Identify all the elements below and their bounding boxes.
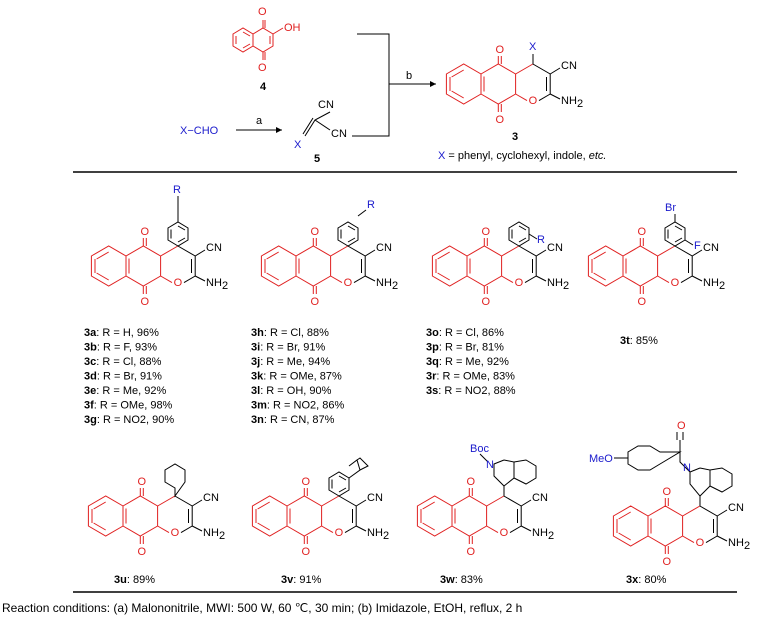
- list-ortho: 3o: R = Cl, 86% 3p: R = Br, 81% 3q: R = Me…: [426, 327, 516, 397]
- step-b-label: b: [406, 70, 412, 82]
- compound-entry-3a: 3a: R = H, 96%: [84, 327, 159, 339]
- compound-3-label: 3: [512, 131, 518, 143]
- compound-entry-3d: 3d: R = Br, 91%: [84, 371, 162, 383]
- n-label-3x: N: [683, 462, 691, 474]
- cn-label-5b: CN: [331, 128, 347, 140]
- br-label: Br: [665, 202, 676, 214]
- x-label-3: X: [529, 41, 537, 53]
- compound-entry-3o: 3o: R = Cl, 86%: [426, 327, 504, 339]
- compound-entry-3h: 3h: R = Cl, 88%: [251, 327, 329, 339]
- r-label-ortho: R: [537, 234, 545, 246]
- o-label-4b: O: [258, 62, 267, 74]
- list-para: 3a: R = H, 96% 3b: R = F, 93% 3c: R = Cl, …: [84, 327, 174, 426]
- compound-entry-3p: 3p: R = Br, 81%: [426, 342, 504, 354]
- compound-entry-3f: 3f: R = OMe, 98%: [84, 400, 173, 412]
- compound-entry-3s: 3s: R = NO2, 88%: [426, 385, 516, 397]
- compound-entry-3j: 3j: R = Me, 94%: [251, 356, 330, 368]
- compound-entry-3g: 3g: R = NO2, 90%: [84, 414, 174, 426]
- compound-entry-3q: 3q: R = Me, 92%: [426, 356, 509, 368]
- x-label-5: X: [294, 139, 302, 151]
- caption-3x: 3x: 80%: [626, 574, 667, 586]
- o-label-4a: O: [258, 6, 267, 18]
- boc-label: Boc: [470, 443, 489, 455]
- r-label-meta: R: [367, 199, 375, 211]
- reaction-scheme: O O O CN NH 2 O O OH 4 X−CHO a X CN CN 5…: [73, 6, 751, 593]
- r-label-para: R: [173, 184, 181, 196]
- bracket: [352, 33, 390, 137]
- caption-3t: 3t: 85%: [620, 335, 658, 347]
- compound-entry-3c: 3c: R = Cl, 88%: [84, 356, 162, 368]
- compound-entry-3k: 3k: R = OMe, 87%: [251, 371, 342, 383]
- compound-entry-3r: 3r: R = OMe, 83%: [426, 371, 515, 383]
- compound-entry-3i: 3i: R = Br, 91%: [251, 342, 326, 354]
- caption-3u: 3u: 89%: [114, 574, 155, 586]
- compound-entry-3m: 3m: R = NO2, 86%: [251, 400, 344, 412]
- xcho-label: X−CHO: [180, 125, 219, 137]
- step-a-label: a: [256, 115, 263, 127]
- reaction-conditions: Reaction conditions: (a) Malononitrile, …: [2, 601, 523, 615]
- compound-4-label: 4: [260, 81, 267, 93]
- meo-label: MeO: [589, 453, 613, 465]
- caption-3w: 3w: 83%: [440, 574, 483, 586]
- cn-label-5a: CN: [318, 99, 334, 111]
- list-meta: 3h: R = Cl, 88% 3i: R = Br, 91% 3j: R = Me…: [251, 327, 344, 426]
- compound-entry-3b: 3b: R = F, 93%: [84, 342, 157, 354]
- caption-3v: 3v: 91%: [281, 574, 322, 586]
- compound-entry-3n: 3n: R = CN, 87%: [251, 414, 335, 426]
- x-definition: X = phenyl, cyclohexyl, indole, etc.: [438, 150, 606, 162]
- compound-entry-3e: 3e: R = Me, 92%: [84, 385, 166, 397]
- f-label: F: [694, 240, 701, 252]
- compound-entry-3l: 3l: R = OH, 90%: [251, 385, 332, 397]
- o-label-3x: O: [677, 420, 686, 432]
- n-label-3w: N: [486, 459, 494, 471]
- compound-5-label: 5: [314, 153, 320, 165]
- oh-label: OH: [284, 22, 301, 34]
